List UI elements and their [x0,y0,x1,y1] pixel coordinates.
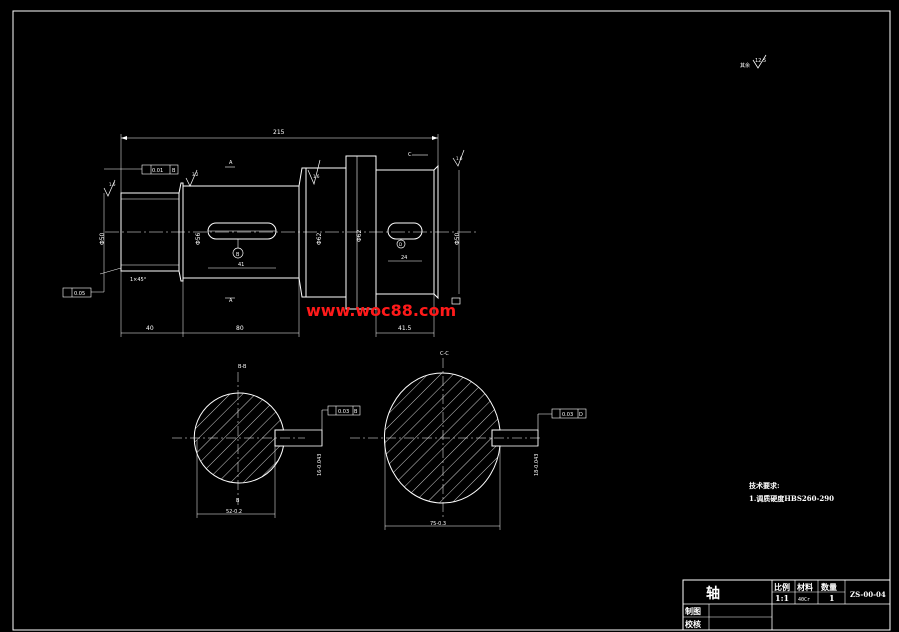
svg-text:75-0.3: 75-0.3 [430,521,446,527]
svg-text:52-0.2: 52-0.2 [226,509,242,515]
svg-text:16-0.043: 16-0.043 [317,454,323,476]
svg-text:C-C: C-C [440,351,449,357]
datum-b-marker: B [232,239,244,259]
svg-text:校核: 校核 [685,619,701,629]
datum-d-marker: D [396,239,406,249]
roughness-general-mark: 其余 12.5 [740,54,767,69]
svg-text:0.01: 0.01 [152,168,163,174]
svg-text:其余: 其余 [740,62,750,69]
svg-text:0.05: 0.05 [74,291,85,297]
svg-text:215: 215 [273,129,285,136]
svg-text:41: 41 [238,262,244,268]
shaft-main-view: 215 40 80 41.5 41 24 1×45° Φ50 Φ56 Φ62 Φ… [62,129,478,337]
svg-text:制图: 制图 [685,606,701,616]
svg-text:B-B: B-B [238,364,247,370]
middle-section [182,185,300,279]
roughness-mark-c: 1.6 [307,159,321,186]
svg-text:80: 80 [236,325,244,332]
svg-text:Φ62: Φ62 [356,229,363,242]
runout-tolerance-frame: 0.01 B [104,164,179,175]
svg-text:B: B [172,168,176,174]
svg-text:Φ50: Φ50 [454,232,461,245]
svg-text:40: 40 [146,325,154,332]
watermark: www.woc88.com [306,301,456,320]
svg-text:C: C [408,152,412,158]
section-c-view: C-C 0.03 D 75-0.3 18-0.043 [350,351,587,530]
svg-text:1:1: 1:1 [775,593,789,603]
svg-text:材料: 材料 [797,582,813,592]
svg-text:40Cr: 40Cr [798,597,810,603]
drawing-number: ZS-00-04 [850,590,886,599]
svg-text:B: B [236,498,240,504]
drawing-frame [12,10,891,631]
section-b-view: B-B 0.03 B 52-0.2 16-0.043 B [172,364,361,518]
svg-text:技术要求:: 技术要求: [749,481,780,490]
collar [305,167,347,298]
svg-text:24: 24 [401,255,407,261]
svg-text:数量: 数量 [821,582,837,592]
svg-text:1: 1 [829,593,835,603]
svg-text:1.6: 1.6 [109,182,116,187]
svg-text:1×45°: 1×45° [130,277,147,283]
right-keyway [387,222,423,240]
svg-text:A: A [229,160,233,166]
svg-text:41.5: 41.5 [398,325,412,332]
roughness-mark-b: 3.2 [185,169,199,187]
roughness-mark-a: 1.6 [103,179,116,197]
svg-text:0.03: 0.03 [338,409,349,415]
svg-text:Φ56: Φ56 [195,232,202,245]
svg-text:1.调质硬度HBS260-290: 1.调质硬度HBS260-290 [749,494,834,503]
svg-text:Φ62: Φ62 [316,232,323,245]
title-block: 轴 比例 1:1 材料 40Cr 数量 1 ZS-00-04 制图 校核 [682,579,891,631]
left-journal [120,192,180,272]
svg-text:D: D [579,412,583,418]
svg-text:Φ50: Φ50 [99,232,106,245]
cylindricity-tolerance-frame: 0.05 [62,271,105,298]
svg-text:1.6: 1.6 [456,156,463,161]
svg-text:比例: 比例 [774,582,790,592]
svg-text:3.2: 3.2 [192,172,199,177]
technical-requirements: 技术要求: 1.调质硬度HBS260-290 [749,481,834,503]
svg-text:1.6: 1.6 [313,174,320,179]
svg-text:12.5: 12.5 [755,58,766,64]
right-journal [375,169,435,295]
roughness-mark-d: 1.6 [452,149,465,167]
svg-text:A: A [229,298,233,304]
svg-text:B: B [236,252,240,258]
svg-text:18-0.043: 18-0.043 [534,454,540,476]
svg-text:0.03: 0.03 [562,412,573,418]
part-title: 轴 [706,585,720,602]
svg-text:D: D [399,242,402,247]
svg-text:B: B [354,409,358,415]
